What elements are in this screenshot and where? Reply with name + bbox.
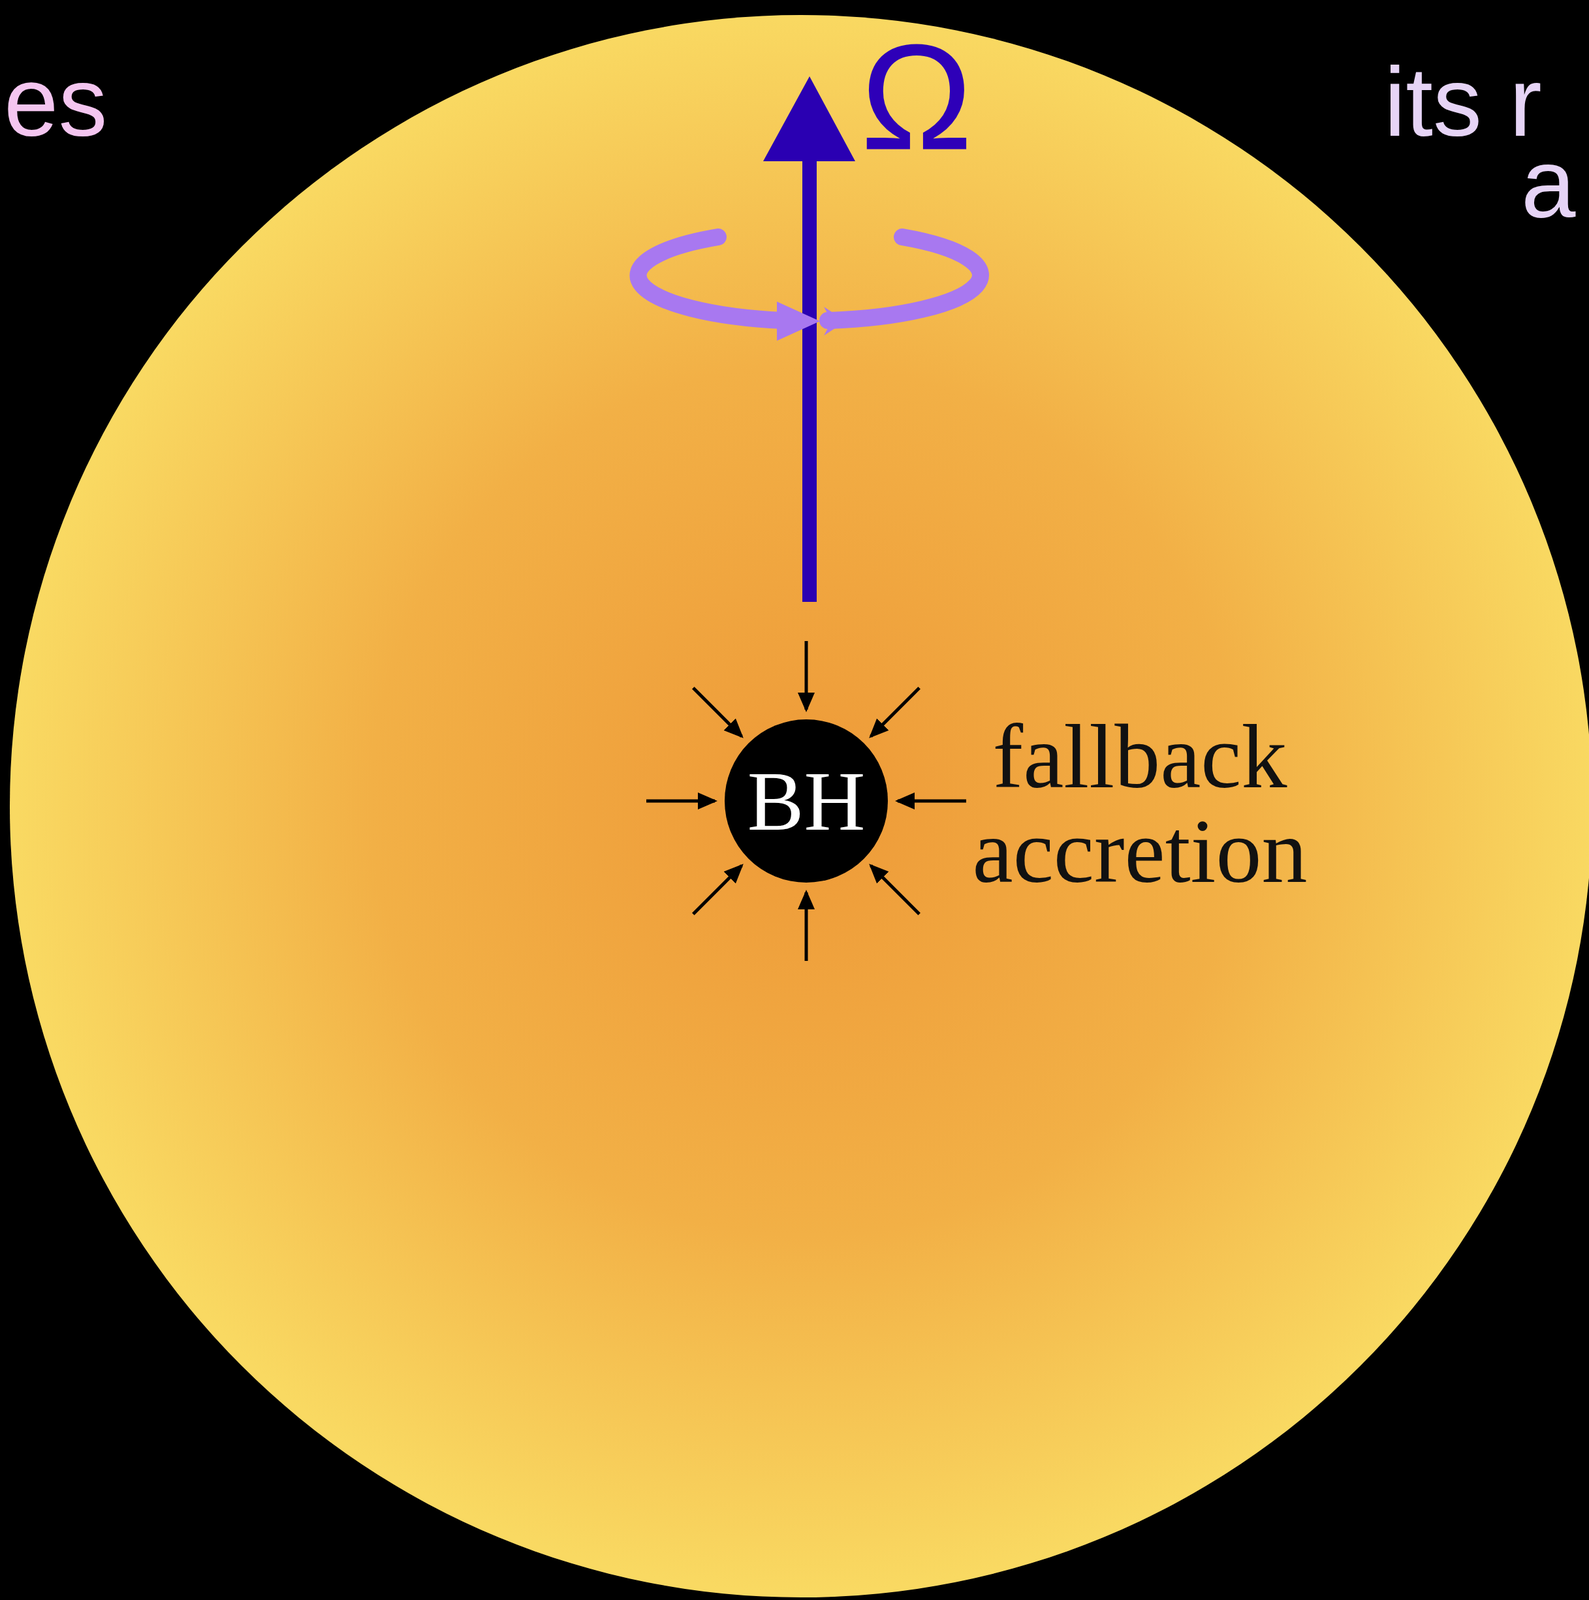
rotation-arrowhead xyxy=(776,301,820,341)
cut-off-text: es xyxy=(3,48,108,157)
inflow-arrow xyxy=(693,865,742,914)
rotation-axis xyxy=(802,156,817,602)
inflow-arrow xyxy=(870,688,920,737)
inflow-arrows xyxy=(646,641,967,961)
cut-off-text: its r xyxy=(1384,48,1542,157)
rotation-notch xyxy=(823,306,847,336)
inflow-arrow xyxy=(804,641,809,710)
inflow-arrow xyxy=(897,799,967,803)
fallback-label: fallback accretion xyxy=(957,708,1323,899)
inflow-arrow xyxy=(870,865,920,914)
omega-label: Ω xyxy=(860,14,973,180)
inflow-arrow xyxy=(804,892,809,961)
rotation-arc xyxy=(827,236,981,321)
cut-off-text: a xyxy=(1521,129,1576,238)
rotation-arrow xyxy=(637,236,980,321)
node-text: BH xyxy=(747,758,866,844)
axis-arrowhead xyxy=(763,76,856,162)
star-body xyxy=(9,15,1589,1598)
rotation-arc xyxy=(637,236,784,321)
black-hole-circle: BH xyxy=(724,719,888,883)
inflow-arrow xyxy=(646,799,715,803)
inflow-arrow xyxy=(693,688,742,737)
